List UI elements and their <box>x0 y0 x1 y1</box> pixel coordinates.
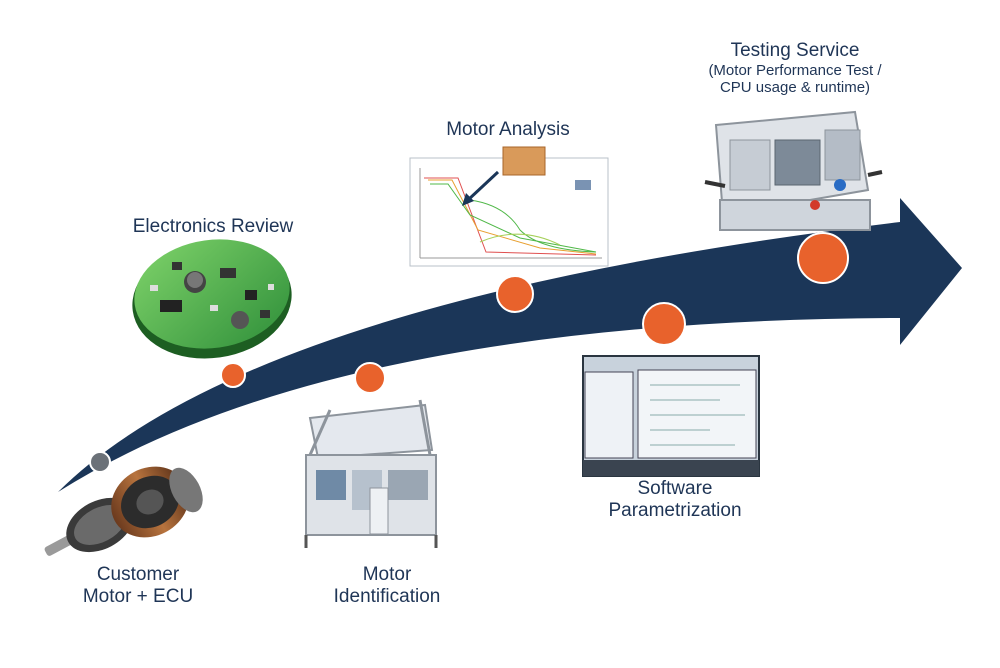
analysis-chart-image <box>409 146 609 267</box>
milestone-testing-dot <box>797 232 849 284</box>
milestone-software-dot <box>642 302 686 346</box>
software-label: Software Parametrization <box>590 478 760 522</box>
milestone-analysis-dot <box>496 275 534 313</box>
process-arrow <box>58 198 962 492</box>
identification-label-line2: Identification <box>333 585 441 607</box>
motor-image <box>44 466 203 556</box>
testing-sub2: CPU usage & runtime) <box>719 79 871 97</box>
customer-label-line2: Motor + ECU <box>82 585 194 607</box>
testing-label: Testing Service (Motor Performance Test … <box>690 40 900 96</box>
milestone-start-dot <box>89 451 111 473</box>
identification-label: Motor Identification <box>312 564 462 608</box>
testing-sub1: (Motor Performance Test / <box>708 61 882 79</box>
milestone-identification-dot <box>354 362 386 394</box>
electronics-label: Electronics Review <box>118 216 308 238</box>
identification-bench-image <box>304 399 438 548</box>
testing-title: Testing Service <box>730 40 860 61</box>
software-label-line1: Software <box>637 478 713 499</box>
electronics-title: Electronics Review <box>132 216 294 237</box>
identification-label-line1: Motor <box>362 564 412 585</box>
pcb-image <box>132 239 292 359</box>
software-monitors-image <box>582 355 760 477</box>
customer-label: Customer Motor + ECU <box>58 564 218 608</box>
analysis-title: Motor Analysis <box>446 119 570 140</box>
analysis-label: Motor Analysis <box>428 119 588 141</box>
milestone-electronics-dot <box>220 362 246 388</box>
customer-label-line1: Customer <box>96 564 180 585</box>
testing-bench-image <box>704 110 883 231</box>
software-label-line2: Parametrization <box>608 499 742 521</box>
